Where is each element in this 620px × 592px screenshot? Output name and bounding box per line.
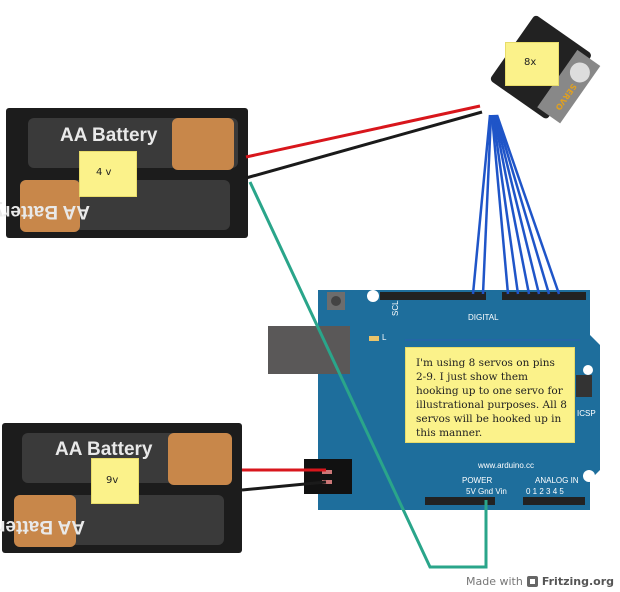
- analog-header: [523, 497, 585, 505]
- fritzing-credit[interactable]: Made with Fritzing.org: [466, 575, 614, 588]
- wire-ground-link[interactable]: [248, 181, 488, 569]
- svg-text:AA Battery: AA Battery: [0, 201, 90, 222]
- wire-power-servo[interactable]: [245, 104, 481, 159]
- annotation-note: I'm using 8 servos on pins 2-9. I just s…: [405, 347, 575, 443]
- digital-header-right: [502, 292, 586, 300]
- note-servo: 8x: [505, 42, 559, 86]
- svg-text:AA Battery: AA Battery: [0, 516, 85, 537]
- svg-text:5V Gnd Vin: 5V Gnd Vin: [466, 487, 507, 496]
- svg-text:AA Battery: AA Battery: [60, 125, 158, 146]
- note-9v: 9v: [91, 458, 139, 504]
- wire-ground-jack[interactable]: [241, 480, 327, 492]
- credit-prefix: Made with: [465, 575, 523, 588]
- svg-text:0 1 2 3 4 5: 0 1 2 3 4 5: [526, 487, 564, 496]
- digital-header-left: [380, 292, 486, 300]
- power-header: [425, 497, 495, 505]
- note-4v: 4 v: [79, 151, 137, 197]
- icsp-header: [576, 375, 592, 397]
- svg-text:AA Battery: AA Battery: [55, 439, 153, 460]
- svg-text:ANALOG IN: ANALOG IN: [535, 476, 579, 485]
- svg-text:www.arduino.cc: www.arduino.cc: [477, 461, 534, 470]
- wire-ground-servo[interactable]: [245, 110, 483, 180]
- battery-pack-9v[interactable]: AA Battery AA Battery: [0, 423, 242, 553]
- svg-text:L: L: [382, 333, 387, 342]
- credit-brand[interactable]: Fritzing.org: [541, 575, 614, 588]
- fritzing-logo-icon: [526, 576, 538, 587]
- svg-text:ICSP: ICSP: [577, 409, 596, 418]
- digital-label: DIGITAL: [468, 313, 499, 322]
- dc-jack: [304, 459, 352, 494]
- svg-text:SCL: SCL: [391, 300, 400, 316]
- signal-wires[interactable]: [471, 114, 561, 295]
- svg-text:POWER: POWER: [462, 476, 492, 485]
